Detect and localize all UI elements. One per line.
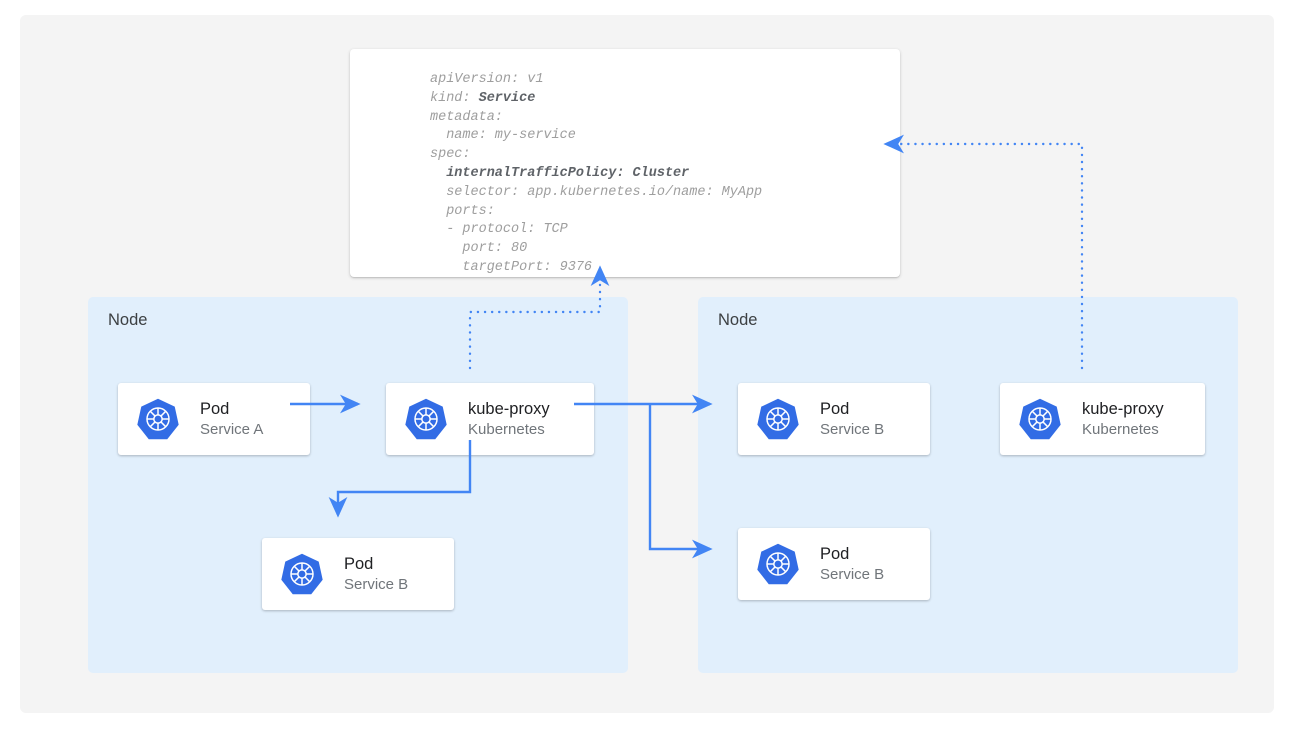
kubernetes-icon (757, 543, 799, 585)
yaml-line-apiversion: apiVersion: v1 (430, 72, 544, 87)
service-manifest-card: apiVersion: v1 kind: Service metadata: n… (350, 49, 900, 277)
card-title: kube-proxy (468, 399, 550, 418)
node-panel-left: Node (88, 297, 628, 673)
yaml-line-ports: ports: (430, 203, 495, 219)
card-text: Pod Service A (200, 399, 263, 440)
card-kube-proxy-left[interactable]: kube-proxy Kubernetes (386, 383, 594, 455)
yaml-line-protocol: - protocol: TCP (430, 222, 568, 238)
kubernetes-icon (757, 398, 799, 440)
yaml-line-metadata: metadata: (430, 109, 503, 125)
card-pod-service-b-left[interactable]: Pod Service B (262, 538, 454, 610)
kubernetes-icon (137, 398, 179, 440)
service-manifest-code: apiVersion: v1 kind: Service metadata: n… (430, 71, 762, 278)
yaml-line-name: name: my-service (430, 128, 576, 144)
card-pod-service-a[interactable]: Pod Service A (118, 383, 310, 455)
yaml-line-kind: kind: Service (430, 90, 536, 106)
card-title: Pod (820, 544, 850, 563)
yaml-line-targetport: targetPort: 9376 (430, 259, 593, 275)
card-title: kube-proxy (1082, 399, 1164, 418)
card-subtitle: Kubernetes (1082, 420, 1159, 438)
card-subtitle: Service A (200, 420, 264, 438)
yaml-line-selector: selector: app.kubernetes.io/name: MyApp (430, 184, 763, 200)
card-pod-service-b-right-bottom[interactable]: Pod Service B (738, 528, 930, 600)
node-panel-right: Node (698, 297, 1238, 673)
card-subtitle: Service B (820, 565, 885, 583)
kubernetes-icon (1019, 398, 1061, 440)
yaml-line-port: port: 80 (430, 241, 528, 257)
node-label-left: Node (108, 311, 148, 329)
yaml-line-internaltrafficpolicy: internalTrafficPolicy: Cluster (430, 165, 690, 181)
card-kube-proxy-right[interactable]: kube-proxy Kubernetes (1000, 383, 1205, 455)
card-title: Pod (344, 554, 374, 573)
card-text: Pod Service B (344, 554, 408, 595)
diagram-canvas: apiVersion: v1 kind: Service metadata: n… (20, 15, 1274, 713)
card-subtitle: Service B (820, 420, 885, 438)
card-text: kube-proxy Kubernetes (1082, 399, 1164, 440)
card-title: Pod (200, 399, 230, 418)
yaml-line-spec: spec: (430, 147, 471, 163)
node-label-right: Node (718, 311, 758, 329)
card-subtitle: Service B (344, 575, 409, 593)
card-text: Pod Service B (820, 399, 884, 440)
card-title: Pod (820, 399, 850, 418)
card-subtitle: Kubernetes (468, 420, 545, 438)
card-text: kube-proxy Kubernetes (468, 399, 550, 440)
kubernetes-icon (281, 553, 323, 595)
kubernetes-icon (405, 398, 447, 440)
card-pod-service-b-right-top[interactable]: Pod Service B (738, 383, 930, 455)
card-text: Pod Service B (820, 544, 884, 585)
